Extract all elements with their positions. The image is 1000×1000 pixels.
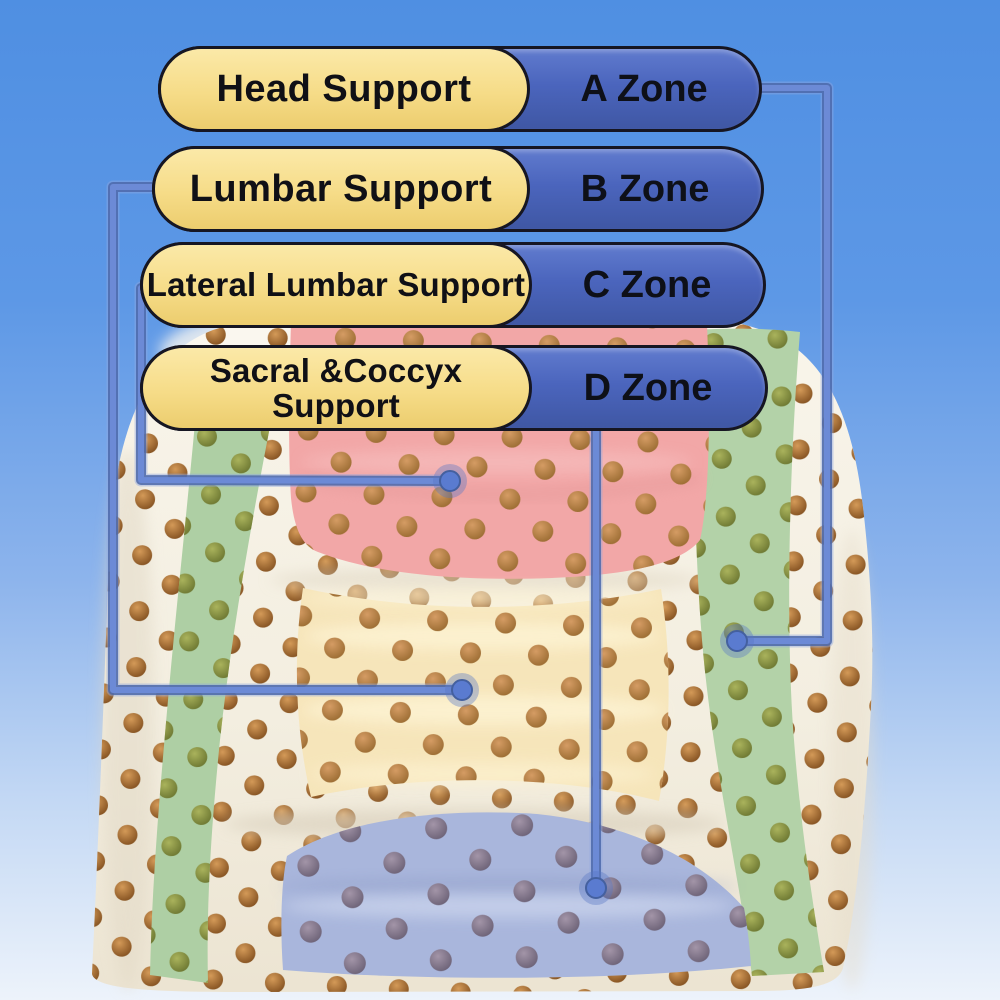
pointer-dot <box>439 470 461 492</box>
zone-yellow-region <box>296 588 669 801</box>
support-segment: Head Support <box>158 46 530 132</box>
zone-blue-region <box>278 812 751 978</box>
support-label: Sacral &Coccyx Support <box>209 351 463 424</box>
support-segment: Lateral Lumbar Support <box>140 242 532 328</box>
zone-label: C Zone <box>582 263 712 306</box>
zone-label: D Zone <box>583 366 713 409</box>
support-label: Head Support <box>216 67 472 110</box>
support-label: Lateral Lumbar Support <box>146 266 526 304</box>
pointer-dot <box>585 877 607 899</box>
connector-a-zone <box>720 81 834 658</box>
legend-pill-lumbar-support: Lumbar Support B Zone <box>152 146 764 232</box>
pointer-dot <box>726 630 748 652</box>
pointer-dot <box>451 679 473 701</box>
zone-label: A Zone <box>580 67 708 110</box>
support-segment: Lumbar Support <box>152 146 530 232</box>
zone-label: B Zone <box>580 167 710 210</box>
support-segment: Sacral &Coccyx Support <box>140 345 532 431</box>
legend-pill-sacral-coccyx-support: Sacral &Coccyx Support D Zone <box>140 345 768 431</box>
connector-b-zone <box>106 180 479 707</box>
support-label: Lumbar Support <box>189 167 493 210</box>
connector-d-zone <box>579 413 613 905</box>
legend-pill-lateral-lumbar-support: Lateral Lumbar Support C Zone <box>140 242 766 328</box>
legend-pill-head-support: Head Support A Zone <box>158 46 762 132</box>
